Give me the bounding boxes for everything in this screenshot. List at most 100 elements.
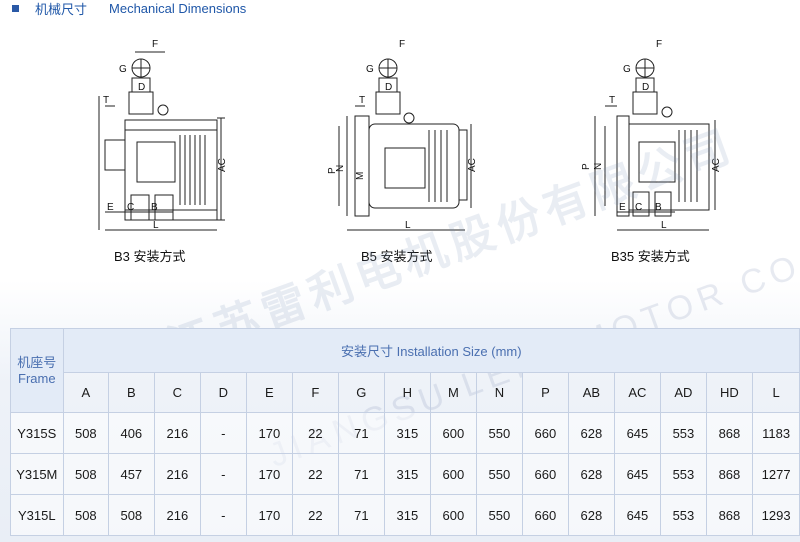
- table-cell: 457: [108, 453, 155, 495]
- table-cell: 868: [705, 453, 754, 495]
- frame-cell: Y315L: [10, 494, 64, 536]
- label-ac: AC: [711, 158, 722, 172]
- table-cell: 508: [62, 412, 110, 454]
- table-cell: 1183: [752, 412, 800, 454]
- column-header-g: G: [337, 372, 386, 413]
- label-e: E: [619, 202, 626, 213]
- table-cell: 1293: [752, 494, 800, 536]
- table-cell: 645: [613, 412, 662, 454]
- table-cell: 1277: [752, 453, 800, 495]
- column-header-c: C: [153, 372, 202, 413]
- bullet-square-icon: [12, 4, 19, 12]
- drawing-b5: F G D T P N M AC L: [325, 30, 525, 240]
- label-ac: AC: [467, 158, 478, 172]
- drawing-b3: F G D T AC E C B L: [85, 30, 285, 240]
- section-title-en: Mechanical Dimensions: [109, 0, 247, 16]
- label-l: L: [661, 220, 667, 231]
- table-cell: 170: [245, 412, 294, 454]
- label-b: B: [655, 202, 662, 213]
- label-g: G: [366, 64, 374, 75]
- table-cell: 216: [153, 453, 202, 495]
- table-cell: -: [200, 453, 247, 495]
- table-cell: 868: [705, 494, 754, 536]
- group-header: 安装尺寸 Installation Size (mm): [62, 328, 800, 373]
- label-c: C: [635, 202, 642, 213]
- label-g: G: [119, 64, 127, 75]
- label-t: T: [359, 95, 365, 106]
- drawing-b35: F G D T P N AC E C B L: [575, 30, 775, 240]
- table-cell: 71: [337, 412, 386, 454]
- table-cell: 660: [521, 453, 570, 495]
- label-g: G: [623, 64, 631, 75]
- table-cell: 508: [62, 494, 110, 536]
- label-p: P: [327, 167, 338, 174]
- column-header-ad: AD: [660, 372, 707, 413]
- table-cell: 550: [476, 412, 523, 454]
- caption-b3: B3 安装方式: [114, 249, 186, 264]
- column-header-h: H: [384, 372, 431, 413]
- label-f: F: [399, 39, 405, 50]
- table-cell: 170: [245, 453, 294, 495]
- caption-b35: B35 安装方式: [611, 249, 690, 264]
- label-p: P: [581, 163, 592, 170]
- label-c: C: [127, 202, 134, 213]
- label-d: D: [385, 82, 392, 93]
- section-title-cn: 机械尺寸: [35, 2, 88, 18]
- table-cell: 868: [705, 412, 754, 454]
- table-cell: 71: [337, 494, 386, 536]
- label-d: D: [138, 82, 145, 93]
- frame-header: 机座号 Frame: [10, 328, 64, 413]
- label-d: D: [642, 82, 649, 93]
- column-header-ab: AB: [568, 372, 615, 413]
- table-cell: 216: [153, 412, 202, 454]
- table-cell: 600: [429, 494, 478, 536]
- table-cell: 628: [568, 412, 615, 454]
- label-ac: AC: [217, 158, 228, 172]
- column-header-d: D: [200, 372, 247, 413]
- label-m: M: [355, 172, 366, 180]
- table-cell: 628: [568, 453, 615, 495]
- frame-header-en: Frame: [18, 370, 56, 386]
- table-cell: 600: [429, 412, 478, 454]
- label-n: N: [335, 165, 346, 172]
- table-cell: 508: [108, 494, 155, 536]
- table-cell: 22: [292, 494, 339, 536]
- label-t: T: [609, 95, 615, 106]
- table-cell: 660: [521, 494, 570, 536]
- table-cell: -: [200, 494, 247, 536]
- label-f: F: [152, 39, 158, 50]
- column-header-m: M: [429, 372, 478, 413]
- frame-cell: Y315S: [10, 412, 64, 454]
- table-cell: 645: [613, 453, 662, 495]
- table-cell: 22: [292, 453, 339, 495]
- table-cell: 22: [292, 412, 339, 454]
- label-l: L: [153, 220, 159, 231]
- column-header-a: A: [62, 372, 110, 413]
- frame-header-cn: 机座号: [17, 354, 57, 370]
- table-cell: 71: [337, 453, 386, 495]
- table-cell: 600: [429, 453, 478, 495]
- table-cell: 550: [476, 494, 523, 536]
- label-t: T: [103, 95, 109, 106]
- table-cell: -: [200, 412, 247, 454]
- section-header: 机械尺寸 Mechanical Dimensions: [12, 0, 247, 18]
- table-cell: 645: [613, 494, 662, 536]
- table-cell: 553: [660, 453, 707, 495]
- label-e: E: [107, 202, 114, 213]
- column-header-e: E: [245, 372, 294, 413]
- table-cell: 628: [568, 494, 615, 536]
- label-b: B: [151, 202, 158, 213]
- label-f: F: [656, 39, 662, 50]
- table-cell: 553: [660, 494, 707, 536]
- label-n: N: [593, 163, 604, 170]
- column-header-b: B: [108, 372, 155, 413]
- table-cell: 660: [521, 412, 570, 454]
- column-header-n: N: [476, 372, 523, 413]
- table-cell: 406: [108, 412, 155, 454]
- column-header-f: F: [292, 372, 339, 413]
